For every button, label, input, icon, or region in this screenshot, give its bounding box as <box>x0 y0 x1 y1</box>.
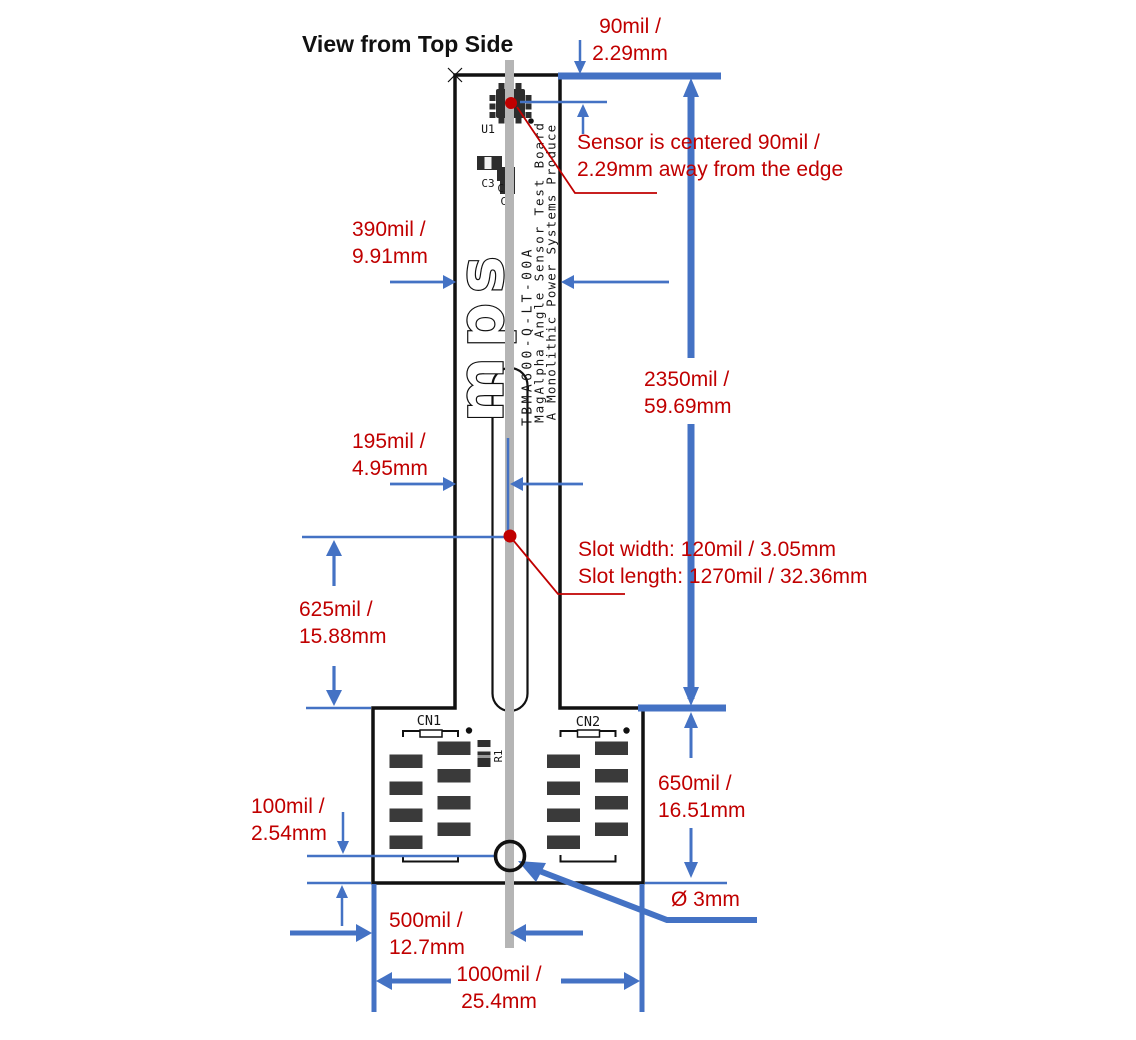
slot-center-dot <box>503 529 517 543</box>
cn1-pads <box>389 741 471 849</box>
hole-edge-line1: 100mil / <box>251 795 325 818</box>
pin1-marker-dot <box>528 118 534 124</box>
slot-center-line2: 15.88mm <box>299 625 387 648</box>
resistor-r1 <box>477 740 491 767</box>
hole-center-line2: 12.7mm <box>389 936 465 959</box>
dim-top-offset-arrows <box>520 40 721 134</box>
cn2-pads <box>547 741 628 849</box>
silk-cn1-label: CN1 <box>417 713 441 729</box>
hole-edge-offset-label: 100mil / 2.54mm <box>251 793 327 847</box>
half-width-line1: 195mil / <box>352 430 426 453</box>
silk-board-subtitle: A Monolithic Power Systems Produce <box>544 124 559 421</box>
silk-r1-label: R1 <box>493 750 505 763</box>
slot-length-line: Slot length: 1270mil / 32.36mm <box>578 565 868 588</box>
corner-tick <box>447 67 463 83</box>
silk-cn2-label: CN2 <box>576 714 600 730</box>
dim-board-length <box>638 78 726 712</box>
sensor-centered-note: Sensor is centered 90mil / 2.29mm away f… <box>577 129 843 183</box>
bottom-width-line1: 1000mil / <box>456 963 542 986</box>
dim-board-width-arrows <box>390 275 669 289</box>
board-width-label: 390mil / 9.91mm <box>352 216 428 270</box>
board-width-line1: 390mil / <box>352 218 426 241</box>
hole-edge-line2: 2.54mm <box>251 822 327 845</box>
top-offset-line2: 2.29mm <box>592 42 668 65</box>
hole-diameter-label: Ø 3mm <box>671 888 740 911</box>
board-length-line1: 2350mil / <box>644 368 730 391</box>
sensor-note-line2: 2.29mm away from the edge <box>577 158 844 181</box>
silk-c3-label: C3 <box>481 177 494 190</box>
slot-center-offset-label: 625mil / 15.88mm <box>299 596 387 650</box>
board-width-line2: 9.91mm <box>352 245 428 268</box>
connector-cn2 <box>547 727 630 863</box>
hole-center-line1: 500mil / <box>389 909 463 932</box>
dim-bottom-width-arrows <box>371 884 645 1012</box>
silk-board-title: MagAlpha Angle Sensor Test Board <box>532 121 547 423</box>
dim-half-width-arrows <box>390 438 583 530</box>
bottom-width-line2: 25.4mm <box>461 990 537 1013</box>
mounting-hole <box>493 839 527 873</box>
sensor-note-line1: Sensor is centered 90mil / <box>577 131 820 154</box>
silk-part-number: TBMA600-Q-LT-00A <box>521 246 536 426</box>
slot-dimensions-label: Slot width: 120mil / 3.05mm Slot length:… <box>578 536 868 590</box>
connector-section-line2: 16.51mm <box>658 799 746 822</box>
bottom-width-label: 1000mil / 25.4mm <box>441 961 557 1015</box>
dim-hole-center-arrows <box>290 924 583 942</box>
half-width-label: 195mil / 4.95mm <box>352 428 428 482</box>
hole-center-offset-label: 500mil / 12.7mm <box>389 907 465 961</box>
hole-diameter-leader <box>518 861 757 923</box>
dim-connector-section-arrows <box>645 712 727 885</box>
slot-leader-line <box>512 539 625 595</box>
top-offset-label: 90mil / 2.29mm <box>578 13 682 67</box>
diagram-title: View from Top Side <box>302 31 514 57</box>
capacitor-c3 <box>477 156 502 170</box>
connector-cn1 <box>389 727 473 863</box>
top-offset-line1: 90mil / <box>599 15 661 38</box>
connector-section-line1: 650mil / <box>658 772 732 795</box>
silk-u1-label: U1 <box>481 122 495 136</box>
dim-slot-center-arrows <box>302 535 507 710</box>
half-width-line2: 4.95mm <box>352 457 428 480</box>
board-length-line2: 59.69mm <box>644 395 732 418</box>
connector-section-label: 650mil / 16.51mm <box>658 770 746 824</box>
sensor-leader-line <box>516 106 657 194</box>
dim-hole-edge-arrows <box>307 812 496 926</box>
sensor-center-dot <box>505 97 517 109</box>
board-length-label: 2350mil / 59.69mm <box>644 366 732 420</box>
slot-center-line1: 625mil / <box>299 598 373 621</box>
slot-width-line: Slot width: 120mil / 3.05mm <box>578 538 836 561</box>
board-centerline <box>505 60 514 948</box>
